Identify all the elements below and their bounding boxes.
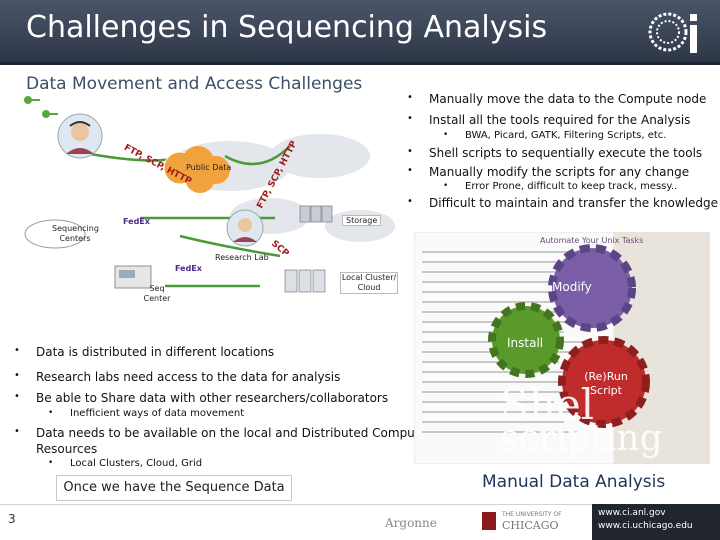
arrow-ftp-right xyxy=(224,145,291,166)
left-bullet-3: Be able to Share data with other researc… xyxy=(14,391,388,405)
left-sub-bullet-2: Local Clusters, Cloud, Grid xyxy=(48,458,202,469)
modify-gear-icon xyxy=(548,244,636,332)
right-bullet-1: Manually move the data to the Compute no… xyxy=(407,92,706,106)
storage-servers-icon xyxy=(299,205,333,223)
sequence-data-callout: Once we have the Sequence Data xyxy=(56,475,292,501)
research-lab-label: Research Lab xyxy=(215,253,269,262)
data-flow-diagram: FedEx FedEx xyxy=(24,96,395,293)
public-data-label: Public Data xyxy=(186,163,232,172)
sequencer-machine-icon xyxy=(114,265,152,289)
manual-data-analysis-caption: Manual Data Analysis xyxy=(482,472,666,492)
book-word-shell: Shel xyxy=(500,380,595,429)
page-number: 3 xyxy=(8,512,16,526)
researcher-person-icon xyxy=(57,113,103,159)
modify-gear-label: Modify xyxy=(552,280,592,294)
ci-logo xyxy=(648,12,697,53)
svg-text:FedEx: FedEx xyxy=(123,217,151,226)
research-lab-person-icon xyxy=(226,209,264,247)
right-bullet-3: Shell scripts to sequentially execute th… xyxy=(407,146,702,160)
public-data-cloud-icon xyxy=(163,146,230,193)
arrow-scp xyxy=(179,234,281,258)
left-sub-bullet-1: Inefficient ways of data movement xyxy=(48,408,244,419)
right-bullet-4: Manually modify the scripts for any chan… xyxy=(407,165,689,179)
title-banner xyxy=(0,0,720,62)
url-anl: www.ci.anl.gov xyxy=(598,508,666,518)
right-bullet-5: Difficult to maintain and transfer the k… xyxy=(407,196,718,210)
rerun-gear-label: (Re)Run Script xyxy=(584,370,628,397)
right-sub-bullet-1: BWA, Picard, GATK, Filtering Scripts, et… xyxy=(443,130,667,141)
left-bullet-1: Data is distributed in different locatio… xyxy=(14,345,274,359)
slide-title: Challenges in Sequencing Analysis xyxy=(26,10,548,45)
book-word-scripting: scripting xyxy=(500,418,663,459)
storage-label: Storage xyxy=(342,215,382,226)
seq-center-label: Seq Center xyxy=(143,284,171,303)
left-bullet-4-continued: Resources xyxy=(36,442,98,456)
uchicago-line-2: CHICAGO xyxy=(502,519,559,532)
svg-text:FedEx: FedEx xyxy=(175,264,203,273)
left-bullet-4: Data needs to be available on the local … xyxy=(14,426,427,440)
sequencing-centers-node xyxy=(24,219,86,249)
uchicago-shield-icon xyxy=(482,512,496,530)
local-cluster-label: Local Cluster/ Cloud xyxy=(340,272,398,294)
argonne-logo: Argonne xyxy=(385,516,437,530)
install-gear-label: Install xyxy=(507,336,544,350)
rerun-gear-icon xyxy=(558,336,650,428)
uchicago-line-1: THE UNIVERSITY OF xyxy=(502,511,562,518)
uchicago-logo: THE UNIVERSITY OF CHICAGO xyxy=(482,510,574,536)
sequencing-centers-label: Sequencing Centers xyxy=(52,224,99,243)
right-sub-bullet-2: Error Prone, difficult to keep track, me… xyxy=(443,181,677,192)
install-gear-icon xyxy=(488,302,564,378)
right-bullet-2: Install all the tools required for the A… xyxy=(407,113,690,127)
data-movement-heading: Data Movement and Access Challenges xyxy=(26,74,363,94)
url-uchicago: www.ci.uchicago.edu xyxy=(598,521,693,531)
footer-url-panel xyxy=(592,504,720,540)
local-cluster-icon xyxy=(284,269,326,293)
footer-rule xyxy=(0,504,592,505)
shell-scripting-book-image xyxy=(414,232,710,464)
book-subtitle: Automate Your Unix Tasks xyxy=(540,236,644,245)
left-bullet-2: Research labs need access to the data fo… xyxy=(14,370,340,384)
title-divider xyxy=(0,62,720,65)
